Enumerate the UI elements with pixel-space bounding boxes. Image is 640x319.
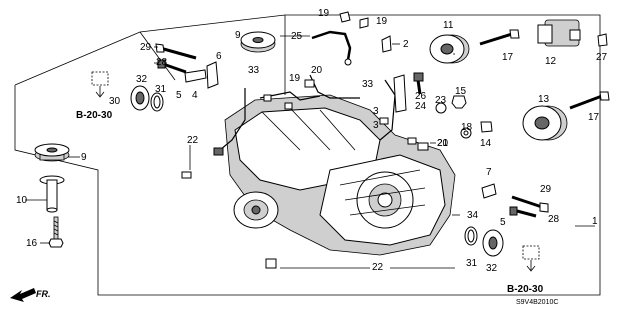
callout-27: 27 xyxy=(596,52,608,63)
oil-seal-32-lower xyxy=(482,229,504,257)
bolt-17-upper xyxy=(479,29,520,46)
callout-24: 24 xyxy=(415,101,427,112)
callout-7: 7 xyxy=(486,167,492,178)
bolt-28-lower xyxy=(509,206,537,218)
mount-nut-22-lower xyxy=(265,258,277,269)
washer-18 xyxy=(460,127,472,139)
callout-14: 14 xyxy=(480,138,492,149)
callout-22-lower: 22 xyxy=(372,262,384,273)
bracket-7 xyxy=(481,183,497,199)
callout-15: 15 xyxy=(455,86,467,97)
callout-16: 16 xyxy=(26,238,38,249)
callout-28-upper: 28 xyxy=(156,57,168,68)
callout-3-lower: 3 xyxy=(373,120,379,131)
leader-lines xyxy=(25,35,595,269)
callout-1: 1 xyxy=(592,216,598,227)
callout-3: 3 xyxy=(373,106,379,117)
callout-13: 13 xyxy=(538,94,550,105)
bolt-29-upper xyxy=(155,43,197,60)
rubber-mount-9 xyxy=(34,143,70,162)
ref-label-lower: B-20-30 xyxy=(507,284,544,295)
bushing-11 xyxy=(429,34,470,64)
bolt-29-lower xyxy=(511,195,549,213)
mount-sleeve-10 xyxy=(39,175,65,213)
bolt-17-lower xyxy=(569,91,610,110)
connector-12 xyxy=(537,19,581,47)
differential-housing xyxy=(224,94,456,256)
callout-32-lower: 32 xyxy=(486,263,498,274)
oil-seal-32-upper xyxy=(130,85,150,111)
callout-26: 26 xyxy=(415,91,427,102)
speed-sensor-harness xyxy=(379,72,429,151)
callout-20: 20 xyxy=(311,65,323,76)
callout-30-upper: 30 xyxy=(109,96,121,107)
o-ring-31-lower xyxy=(464,226,478,246)
callout-19: 19 xyxy=(318,8,330,19)
callout-numbers: 1 2 3 4 5 6 7 28 9 10 11 12 13 14 15 16 … xyxy=(16,8,608,274)
callout-21: 21 xyxy=(437,138,449,149)
callout-25: 25 xyxy=(291,31,303,42)
callout-20-right: 20 xyxy=(437,138,449,149)
bracket-4 xyxy=(184,69,207,83)
callout-34: 34 xyxy=(467,210,479,221)
callout-11: 11 xyxy=(443,20,454,31)
bracket-2 xyxy=(381,35,392,53)
callout-2: 2 xyxy=(403,39,409,50)
callout-5: 5 xyxy=(500,217,506,228)
callout-31-upper: 31 xyxy=(155,84,167,95)
drain-bolt-15 xyxy=(451,95,467,109)
front-label: FR. xyxy=(36,289,51,299)
callout-33-upper: 33 xyxy=(248,65,260,76)
o-ring-31-upper xyxy=(150,92,164,112)
callout-10: 10 xyxy=(16,195,28,206)
callout-28-lower: 28 xyxy=(548,214,560,225)
plug-23 xyxy=(435,102,447,114)
front-arrow-icon xyxy=(10,288,36,302)
callout-29-lower: 29 xyxy=(540,184,552,195)
callout-12: 12 xyxy=(545,56,557,67)
breather-hose-25 xyxy=(311,30,352,66)
callout-9: 9 xyxy=(81,152,87,163)
cap-9-top xyxy=(240,31,276,53)
wire-harness xyxy=(181,74,360,179)
callout-22: 22 xyxy=(187,135,199,146)
clip-27 xyxy=(597,33,608,47)
callout-4: 4 xyxy=(192,90,198,101)
callout-31-lower: 31 xyxy=(466,258,478,269)
clip-19-top xyxy=(339,11,369,29)
callout-23: 23 xyxy=(435,95,447,106)
callout-5-upper: 5 xyxy=(176,90,182,101)
diagram-code: S9V4B2010C xyxy=(516,299,558,306)
callout-18: 18 xyxy=(461,122,473,133)
bushing-13 xyxy=(522,105,568,141)
bolt-14 xyxy=(480,121,493,133)
ref-label-upper: B-20-30 xyxy=(76,110,113,121)
callout-6: 6 xyxy=(216,51,222,62)
bolt-28-upper xyxy=(157,59,187,74)
ref-box-upper xyxy=(91,71,109,98)
callout-19-top-right: 19 xyxy=(376,16,388,27)
callout-17-upper: 17 xyxy=(502,52,514,63)
callout-33-right: 33 xyxy=(362,79,374,90)
callout-9-top: 9 xyxy=(235,30,241,41)
callout-32-upper: 32 xyxy=(136,74,148,85)
ref-box-lower xyxy=(522,245,540,272)
callout-17-lower: 17 xyxy=(588,112,600,123)
flange-bolt-16 xyxy=(48,216,64,248)
callout-19-harness: 19 xyxy=(289,73,301,84)
bracket-6 xyxy=(206,61,219,89)
callout-29-upper: 29 xyxy=(140,42,152,53)
